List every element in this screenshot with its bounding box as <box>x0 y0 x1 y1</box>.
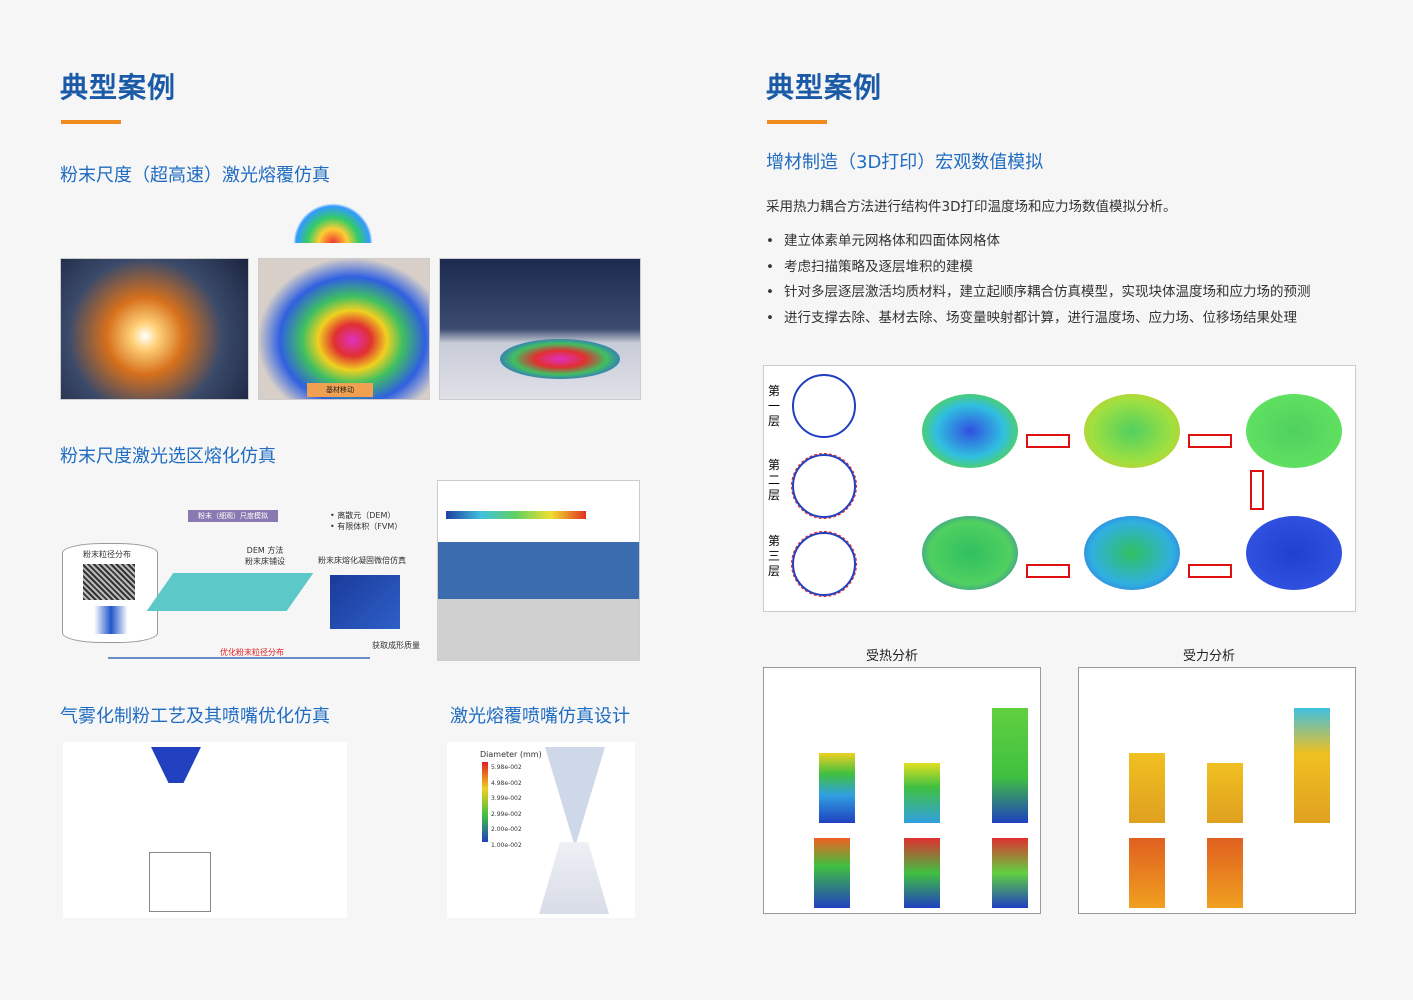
stress-analysis-figure <box>1078 667 1356 914</box>
part-stress <box>1129 753 1165 823</box>
quality-label: 获取成形质量 <box>372 641 420 650</box>
arrow-right-icon <box>1026 434 1070 448</box>
legend-value: 5.98e-002 <box>491 764 522 771</box>
thermal-result-4 <box>1246 516 1342 590</box>
section-title-nozzle: 激光熔覆喷嘴仿真设计 <box>450 706 630 727</box>
intro-text: 采用热力耦合方法进行结构件3D打印温度场和应力场数值模拟分析。 <box>766 199 1177 215</box>
legend-value: 4.98e-002 <box>491 779 522 787</box>
thermal-result-1 <box>922 394 1018 468</box>
arrow-down-icon <box>1250 470 1264 510</box>
melt-label: 粉末床熔化凝固微倍仿真 <box>318 556 406 565</box>
nozzle-design-figure: Diameter (mm) 5.98e-002 4.98e-002 3.99e-00… <box>447 742 635 918</box>
part-thermal <box>904 763 940 823</box>
nozzle-powder-stream-figure <box>439 258 641 400</box>
part-stress <box>1129 838 1165 908</box>
part-stress <box>1207 838 1243 908</box>
legend-value: 2.00e-002 <box>491 826 522 833</box>
scan-pattern-2 <box>791 453 857 519</box>
thermal-analysis-figure <box>763 667 1041 914</box>
layer-label-3: 第三层 <box>768 534 781 578</box>
diagram-bullet-dem: • 离散元（DEM） <box>330 511 396 520</box>
diameter-colorbar <box>482 762 488 842</box>
feature-item: 进行支撑去除、基材去除、场变量映射都计算，进行温度场、应力场、位移场结果处理 <box>766 306 1310 332</box>
arrow-left-icon <box>1026 564 1070 578</box>
melt-track-sim-figure <box>437 480 640 661</box>
thermal-result-3 <box>1246 394 1342 468</box>
part-thermal <box>992 708 1028 823</box>
arrow-right-icon <box>1188 434 1232 448</box>
powder-micrograph <box>83 564 135 600</box>
melt-sim-block <box>330 575 400 629</box>
distribution-cylinder: 粉末粒径分布 <box>62 543 158 643</box>
nozzle-shape <box>151 747 201 783</box>
feature-item: 建立体素单元网格体和四面体网格体 <box>766 229 1310 255</box>
part-thermal <box>992 838 1028 908</box>
heading-underline <box>61 120 121 124</box>
section-title-slm: 粉末尺度激光选区熔化仿真 <box>60 446 276 467</box>
thermal-result-2 <box>1084 394 1180 468</box>
right-heading: 典型案例 <box>766 71 883 104</box>
layer-label-1: 第一层 <box>768 384 781 428</box>
laser-sparks-photo <box>60 258 249 400</box>
powder-bed-figure <box>146 573 314 611</box>
legend-value: 2.99e-002 <box>491 810 522 818</box>
stress-caption: 受力分析 <box>1183 649 1236 664</box>
powder-cladding-sim-figure: 基材移动 <box>258 258 430 400</box>
left-heading: 典型案例 <box>60 71 177 104</box>
size-histogram <box>83 606 139 634</box>
layer-scan-sim-figure: 第一层 第二层 第三层 <box>763 365 1356 612</box>
feature-list: 建立体素单元网格体和四面体网格体 考虑扫描策略及逐层堆积的建模 针对多层逐层激活… <box>766 229 1311 332</box>
powder-cone <box>539 842 609 914</box>
part-stress <box>1294 708 1330 823</box>
scan-pattern-3 <box>791 531 857 597</box>
scan-pattern-1 <box>792 374 856 438</box>
part-thermal <box>904 838 940 908</box>
diagram-bullet-fvm: • 有限体积（FVM） <box>330 522 403 531</box>
dem-label: DEM 方法 粉末床铺设 <box>245 546 285 566</box>
gaussian-heat-source-figure <box>293 203 373 243</box>
feature-item: 针对多层逐层激活均质材料，建立起顺序耦合仿真模型，实现块体温度场和应力场的预测 <box>766 280 1311 306</box>
section-title-macro-sim: 增材制造（3D打印）宏观数值模拟 <box>766 152 1044 173</box>
section-title-laser-cladding: 粉末尺度（超高速）激光熔覆仿真 <box>60 165 330 186</box>
substrate-motion-arrow: 基材移动 <box>307 383 373 397</box>
legend-value: 3.99e-002 <box>491 795 522 802</box>
legend-title: Diameter (mm) <box>480 750 542 759</box>
arrow-left-icon <box>1188 564 1232 578</box>
optimize-label: 优化粉末粒径分布 <box>220 648 284 657</box>
legend-value: 1.00e-002 <box>491 841 522 849</box>
thermal-result-6 <box>922 516 1018 590</box>
feedback-arrow <box>108 657 370 659</box>
part-thermal <box>814 838 850 908</box>
temperature-colorbar <box>446 511 586 519</box>
feature-item: 考虑扫描策略及逐层堆积的建模 <box>766 255 1310 281</box>
slm-workflow-diagram: 粉末（细观）尺度模拟 • 离散元（DEM） • 有限体积（FVM） 粉末粒径分布… <box>60 505 430 665</box>
melt-pool <box>500 339 620 379</box>
nozzle-cone <box>545 747 605 847</box>
dist-label: 粉末粒径分布 <box>83 550 131 559</box>
diagram-box-title: 粉末（细观）尺度模拟 <box>188 510 278 522</box>
distribution-curve-plot <box>149 852 211 912</box>
thermal-caption: 受热分析 <box>866 649 919 664</box>
layer-label-2: 第二层 <box>768 458 781 502</box>
part-thermal <box>819 753 855 823</box>
legend-values: 5.98e-002 4.98e-002 3.99e-002 2.99e-002 2.00… <box>491 760 522 853</box>
atomization-sim-figure <box>63 742 347 918</box>
heading-underline <box>767 120 827 124</box>
part-stress <box>1207 763 1243 823</box>
section-title-atomization: 气雾化制粉工艺及其喷嘴优化仿真 <box>60 706 330 727</box>
thermal-result-5 <box>1084 516 1180 590</box>
